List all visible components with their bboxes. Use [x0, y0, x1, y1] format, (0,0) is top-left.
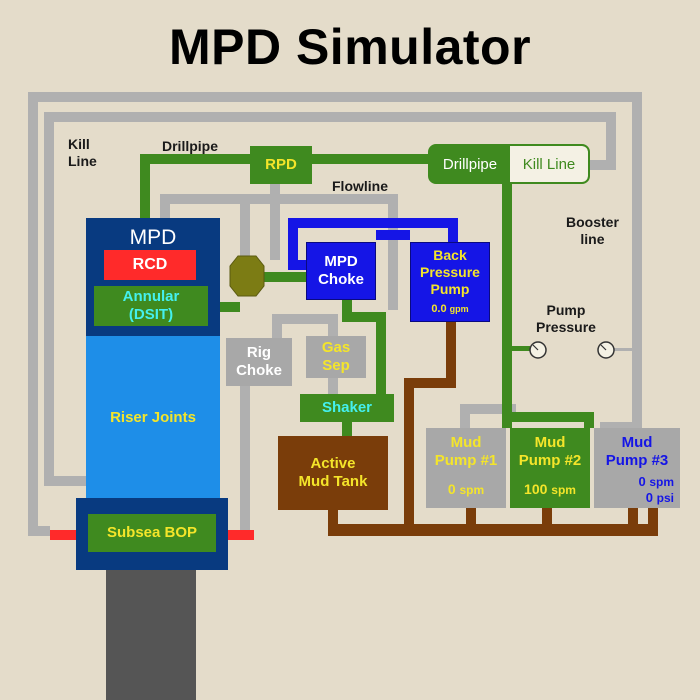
flowline-label: Flowline: [332, 178, 388, 194]
active-mud-tank: Active Mud Tank: [278, 436, 388, 510]
kill-line-valve-left[interactable]: [50, 530, 76, 540]
annular-dsit-button[interactable]: Annular (DSIT): [94, 286, 208, 326]
pressure-gauge-icon: [597, 341, 615, 359]
rpd-label: RPD: [265, 156, 297, 173]
rcd-button[interactable]: RCD: [104, 250, 196, 280]
mpd-title: MPD: [129, 226, 177, 249]
pump-pressure-label: Pump Pressure: [536, 302, 596, 335]
page-title: MPD Simulator: [168, 19, 532, 75]
pump3-rate: 0: [638, 474, 646, 489]
bpp-unit: gpm: [449, 303, 469, 314]
pump3-pressure-unit: psi: [656, 491, 674, 505]
booster-line-label: Booster line: [566, 214, 619, 247]
flow-valve-icon[interactable]: [228, 254, 266, 298]
drillpipe-label: Drillpipe: [162, 138, 219, 154]
wellbore: [106, 570, 196, 700]
mud-pump-3-button[interactable]: Mud Pump #3 0 spm 0 psi: [594, 428, 680, 508]
rig-choke-label: Rig Choke: [236, 344, 282, 379]
pump1-rate: 0: [447, 481, 456, 497]
pump-line-selector: Drillpipe Kill Line: [428, 144, 590, 184]
rig-choke-button[interactable]: Rig Choke: [226, 338, 292, 386]
kill-line-toggle[interactable]: Kill Line: [510, 146, 588, 182]
mud-tank-label: Active Mud Tank: [298, 455, 368, 490]
bpp-label: Back Pressure Pump: [420, 246, 480, 297]
drillpipe-toggle[interactable]: Drillpipe: [430, 146, 510, 182]
drillpipe-toggle-label: Drillpipe: [442, 155, 498, 173]
pump3-label: Mud Pump #3: [605, 434, 669, 469]
bpp-rate: 0.0: [431, 302, 447, 315]
rcd-label: RCD: [132, 256, 168, 273]
pump3-pressure: 0: [645, 490, 654, 505]
pressure-gauge-icon: [529, 341, 547, 359]
kill-line-label: Kill Line: [68, 136, 97, 169]
bop-label: Subsea BOP: [106, 524, 198, 541]
riser-joints: Riser Joints: [86, 336, 220, 500]
riser-label: Riser Joints: [110, 409, 196, 426]
gas-sep-label: Gas Sep: [321, 339, 351, 374]
mud-pump-2-button[interactable]: Mud Pump #2 100 spm: [510, 428, 590, 508]
pump2-label: Mud Pump #2: [518, 434, 582, 469]
subsea-bop-button[interactable]: Subsea BOP: [88, 514, 216, 552]
mpd-choke-button[interactable]: MPD Choke: [306, 242, 376, 300]
pump1-label: Mud Pump #1: [434, 434, 498, 469]
pump2-rate: 100: [524, 481, 548, 497]
shaker-label: Shaker: [321, 399, 373, 416]
kill-line-toggle-label: Kill Line: [522, 155, 576, 173]
shaker[interactable]: Shaker: [300, 394, 394, 422]
pump2-unit: spm: [551, 483, 576, 497]
choke-line-valve-right[interactable]: [228, 530, 254, 540]
pump3-unit: spm: [649, 475, 674, 489]
back-pressure-pump-button[interactable]: Back Pressure Pump 0.0 gpm: [410, 242, 490, 322]
gas-separator[interactable]: Gas Sep: [306, 336, 366, 378]
annular-label: Annular (DSIT): [122, 288, 180, 323]
rpd-box[interactable]: RPD: [250, 146, 312, 184]
mpd-choke-label: MPD Choke: [318, 253, 364, 288]
pump1-unit: spm: [459, 483, 485, 497]
mud-pump-1-button[interactable]: Mud Pump #1 0 spm: [426, 428, 506, 508]
